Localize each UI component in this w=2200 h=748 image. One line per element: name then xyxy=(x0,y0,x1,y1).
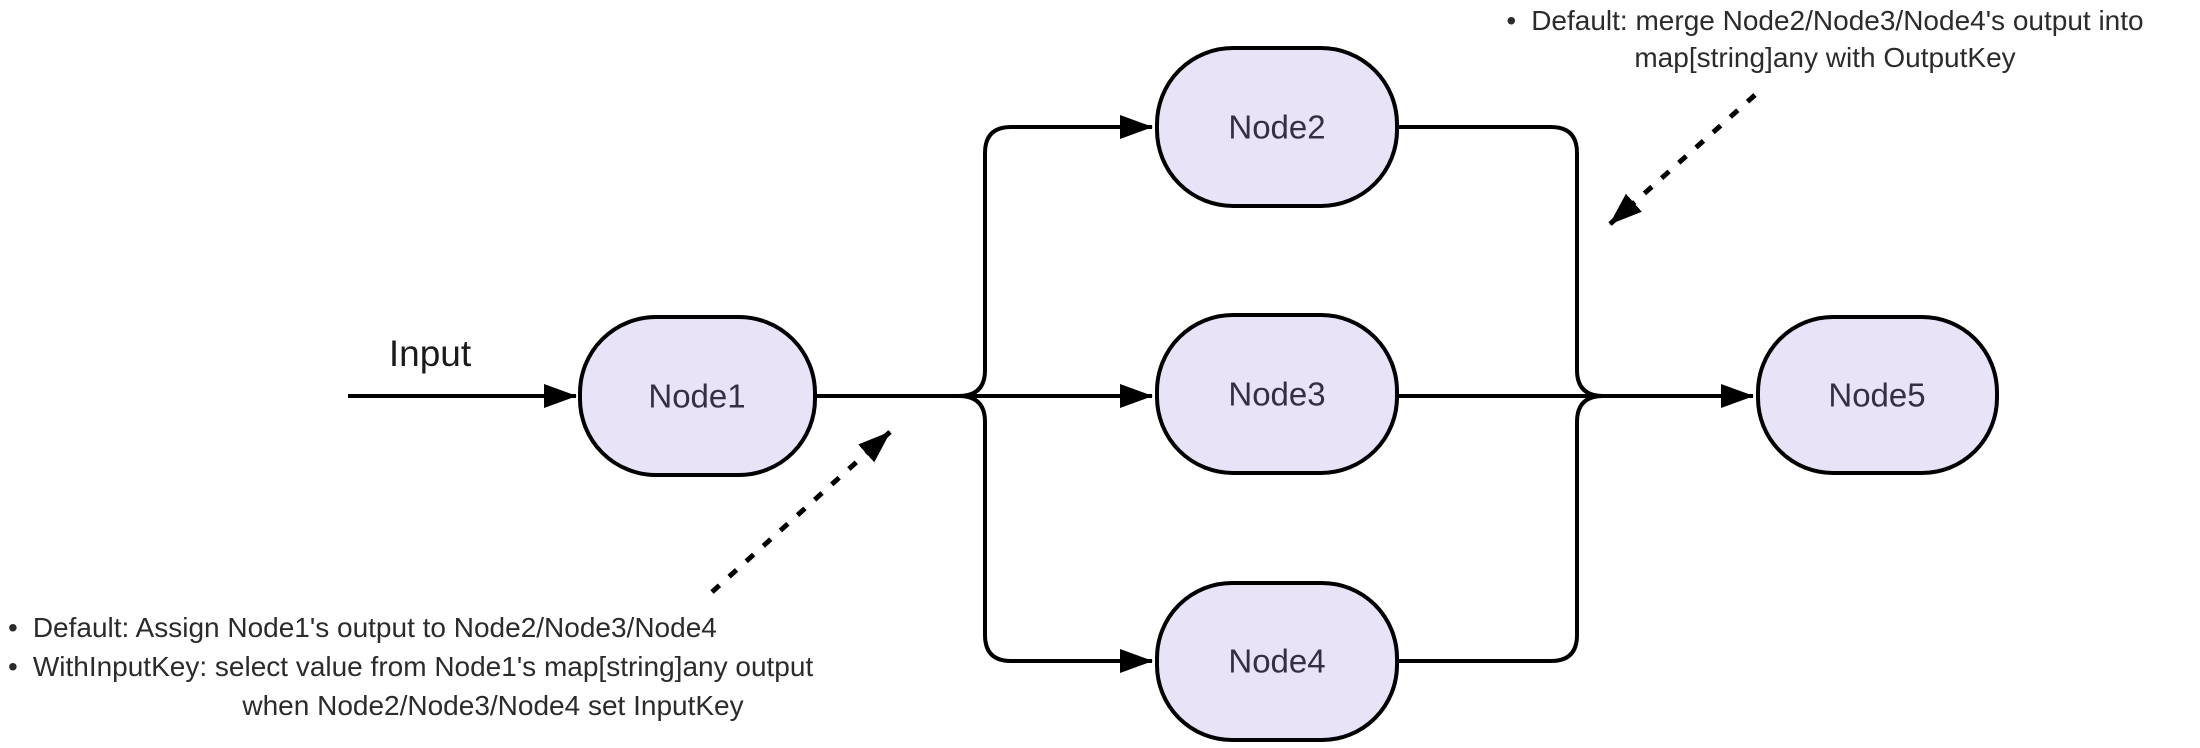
edge-node1-node2 xyxy=(815,115,1153,398)
annotation-arrow-assign xyxy=(710,430,892,594)
edge-node2-node5 xyxy=(1397,125,1700,398)
node1-label: Node1 xyxy=(648,378,745,415)
merge-annotation-line2: map[string]any with OutputKey xyxy=(1634,42,2016,73)
annotation-arrow-merge xyxy=(1608,93,1757,226)
node5-shape xyxy=(1756,315,1999,475)
node4-shape xyxy=(1155,581,1399,742)
bullet-icon: • xyxy=(1506,5,1517,36)
edge-node4-node5 xyxy=(1397,394,1700,663)
node3-shape xyxy=(1155,313,1399,475)
node2-shape xyxy=(1155,46,1399,208)
node4-label: Node4 xyxy=(1228,643,1325,680)
assign-annotation: • Default: Assign Node1's output to Node2… xyxy=(8,608,888,725)
assign-annotation-item2: • WithInputKey: select value from Node1's… xyxy=(8,647,888,686)
bullet-icon: • xyxy=(8,612,18,643)
node3-label: Node3 xyxy=(1228,376,1325,413)
bullet-icon: • xyxy=(8,651,18,682)
input-edge-label: Input xyxy=(389,333,472,374)
assign-annotation-item2-wrap: when Node2/Node3/Node4 set InputKey xyxy=(242,690,744,721)
merge-annotation-text1: Default: merge Node2/Node3/Node4's outpu… xyxy=(1531,5,2144,36)
merge-annotation-line1: • Default: merge Node2/Node3/Node4's outp… xyxy=(1455,2,2195,39)
node5-label: Node5 xyxy=(1828,377,1925,414)
assign-annotation-text2: WithInputKey: select value from Node1's … xyxy=(32,651,814,682)
edge-node1-node4 xyxy=(815,394,1153,673)
assign-annotation-text1: Default: Assign Node1's output to Node2/… xyxy=(32,612,717,643)
merge-annotation: • Default: merge Node2/Node3/Node4's outp… xyxy=(1455,2,2195,76)
node2-label: Node2 xyxy=(1228,109,1325,146)
node1-shape xyxy=(578,315,817,477)
assign-annotation-item1: • Default: Assign Node1's output to Node2… xyxy=(8,608,888,647)
